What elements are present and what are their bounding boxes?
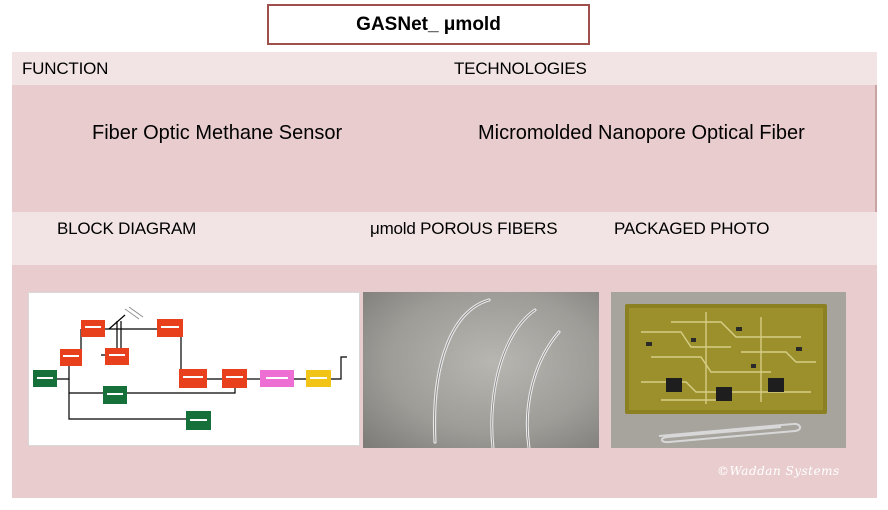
technologies-value: Micromolded Nanopore Optical Fiber: [478, 122, 805, 144]
technologies-header: TECHNOLOGIES: [454, 59, 587, 78]
header-row-function-technologies: [12, 52, 877, 85]
block-diagram-header: BLOCK DIAGRAM: [57, 219, 197, 238]
function-header: FUNCTION: [22, 59, 109, 78]
function-value: Fiber Optic Methane Sensor: [92, 122, 343, 144]
packaged-photo-header: PACKAGED PHOTO: [614, 219, 770, 238]
packaged-pcb-photo: [611, 292, 846, 448]
block-diagram-image: [28, 292, 360, 446]
copyright-watermark: ©Waddan Systems: [717, 464, 840, 478]
content-row-function-technologies: [12, 85, 877, 212]
porous-fibers-photo: [363, 292, 599, 448]
porous-fibers-header: μmold POROUS FIBERS: [370, 219, 558, 238]
page-title: GASNet_ μmold: [267, 4, 590, 45]
header-row-images: [12, 212, 877, 265]
